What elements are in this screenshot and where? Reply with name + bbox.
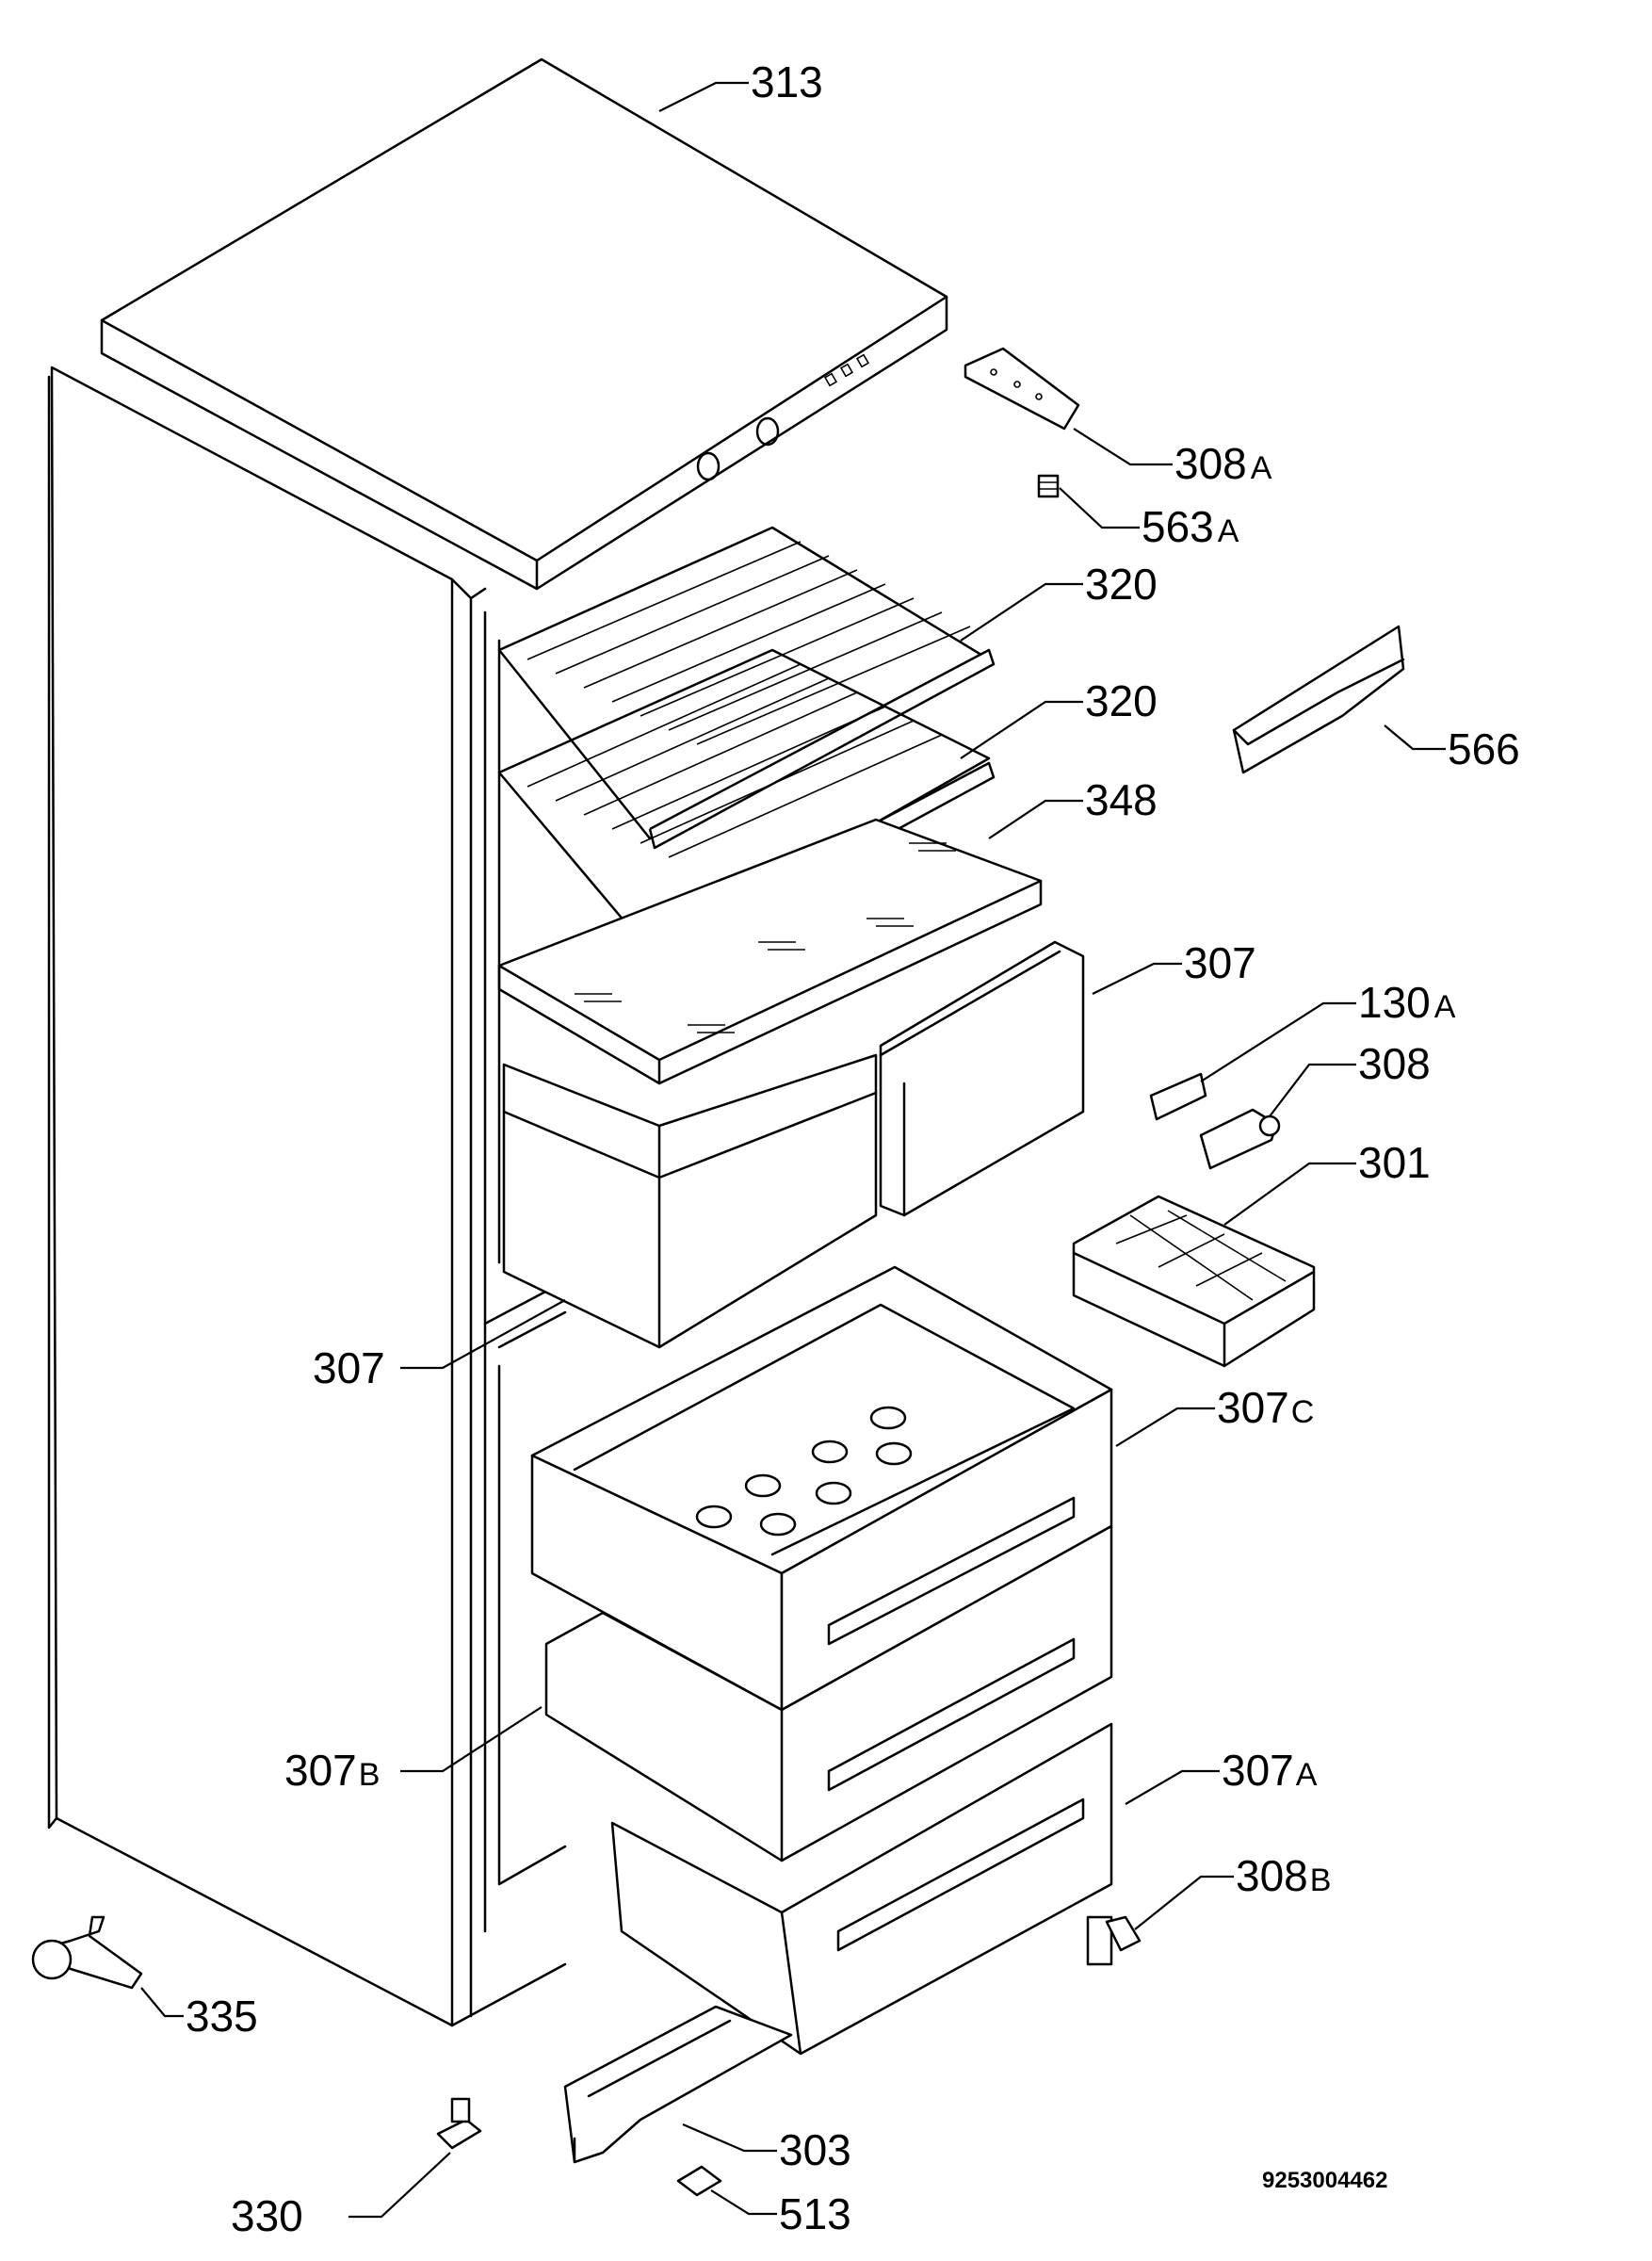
glass-shelf [497,818,1043,1085]
drawing-code: 9253004462 [1262,2168,1387,2193]
hinge-308 [1199,1108,1281,1170]
label-307b: 307B [284,1746,380,1795]
freezer-basket-right [879,940,1085,1217]
drawer-307a [610,1722,1113,2056]
foot-330 [436,2097,482,2150]
label-320-lower: 320 [1085,676,1158,725]
label-513: 513 [779,2189,851,2238]
bushing-563a [1037,474,1060,498]
label-307-left: 307 [313,1343,385,1392]
label-308b: 308B [1236,1851,1331,1900]
hinge-308b [1086,1915,1142,1966]
freezer-basket-left [502,1053,878,1349]
kick-plate-303 [563,2005,793,2164]
ice-cube-tray [1072,1195,1316,1368]
cabinet-body [47,366,567,2027]
label-307a: 307A [1222,1746,1318,1795]
label-307-right: 307 [1184,938,1256,987]
hinge-308a [964,347,1080,431]
label-330: 330 [231,2191,303,2240]
label-320-upper: 320 [1085,560,1158,609]
label-348: 348 [1085,775,1158,824]
plate-130a [1149,1072,1207,1121]
label-303: 303 [779,2125,851,2174]
drawer-307b [544,1524,1113,1862]
handle-566 [1232,625,1405,774]
label-335: 335 [186,1992,258,2041]
label-308: 308 [1358,1039,1431,1088]
hinge-335 [31,1915,143,1990]
wire-shelf-upper [497,526,996,850]
label-313: 313 [751,57,823,106]
drawer-307c [530,1265,1113,1712]
label-566: 566 [1448,724,1520,773]
cap-513 [676,2165,722,2197]
leader-lines [140,81,1446,2219]
top-cover [100,57,948,591]
label-307c: 307C [1217,1383,1314,1432]
label-301: 301 [1358,1138,1431,1187]
